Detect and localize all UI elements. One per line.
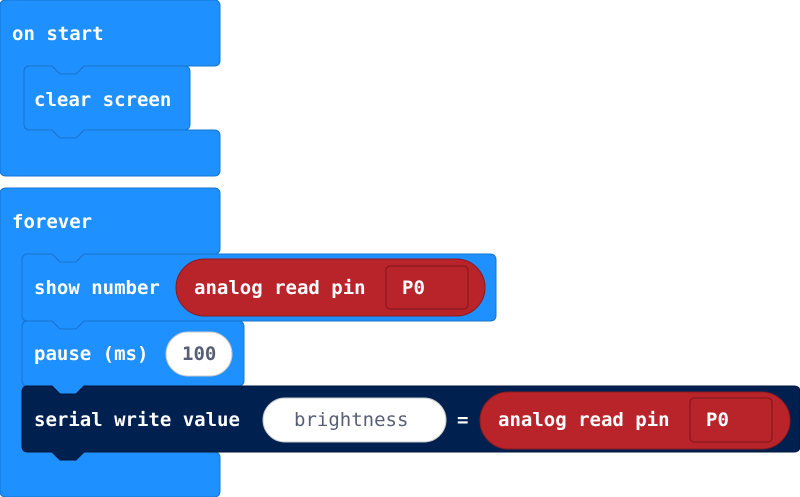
- forever-label: forever: [12, 211, 93, 233]
- on-start-label: on start: [12, 23, 104, 45]
- pin-dropdown-2[interactable]: [689, 397, 773, 443]
- pin-dropdown-1[interactable]: [385, 265, 469, 310]
- analog-read-pin-label-1: analog read pin: [194, 277, 366, 299]
- serial-name-value: brightness: [294, 409, 409, 431]
- clear-screen-block[interactable]: [23, 65, 191, 139]
- pin-value-2: P0: [706, 409, 729, 431]
- pause-label: pause (ms): [34, 343, 149, 365]
- pause-value-pill[interactable]: [165, 331, 233, 377]
- analog-read-pin-label-2: analog read pin: [498, 409, 670, 431]
- equals-sign: =: [457, 409, 469, 431]
- serial-name-pill[interactable]: [262, 397, 447, 443]
- pin-value-1: P0: [402, 277, 425, 299]
- serial-write-value-label: serial write value: [34, 409, 240, 431]
- pause-value: 100: [182, 343, 217, 365]
- clear-screen-label: clear screen: [34, 89, 172, 111]
- show-number-label: show number: [34, 277, 160, 299]
